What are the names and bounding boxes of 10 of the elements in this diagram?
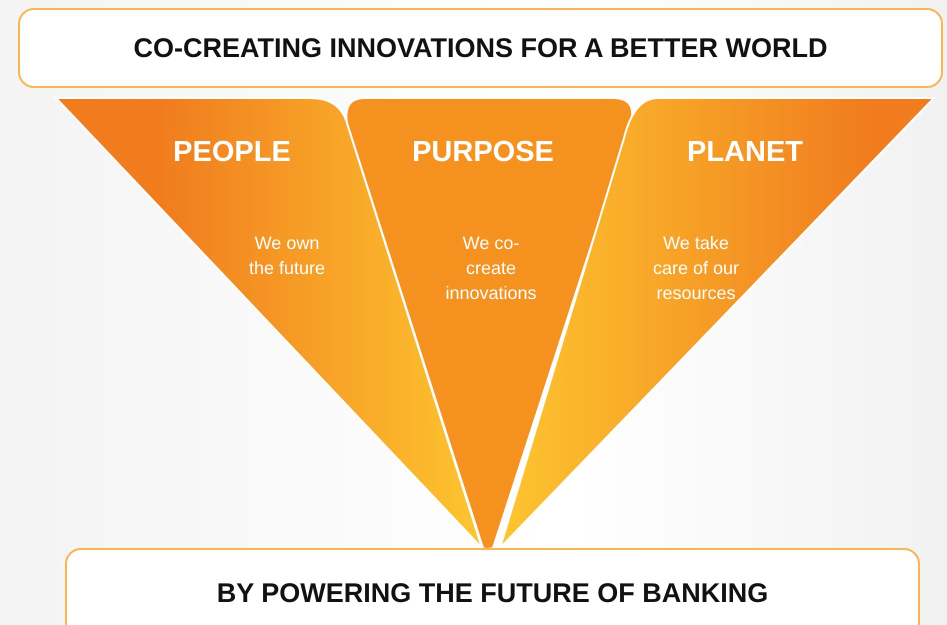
wedge-description: We take care of our resources xyxy=(652,232,740,305)
banner-box xyxy=(18,8,943,88)
wedge-heading: PLANET xyxy=(687,136,803,169)
wedge-heading: PURPOSE xyxy=(412,136,554,169)
banner-box xyxy=(65,548,920,625)
banner-heading: CO-CREATING INNOVATIONS FOR A BETTER WORLD xyxy=(134,32,828,64)
wedge-heading: PEOPLE xyxy=(173,136,291,169)
wedge-description: We co-create innovations xyxy=(444,232,538,305)
wedge-description: We own the future xyxy=(248,232,326,280)
banner-heading: BY POWERING THE FUTURE OF BANKING xyxy=(216,578,768,608)
